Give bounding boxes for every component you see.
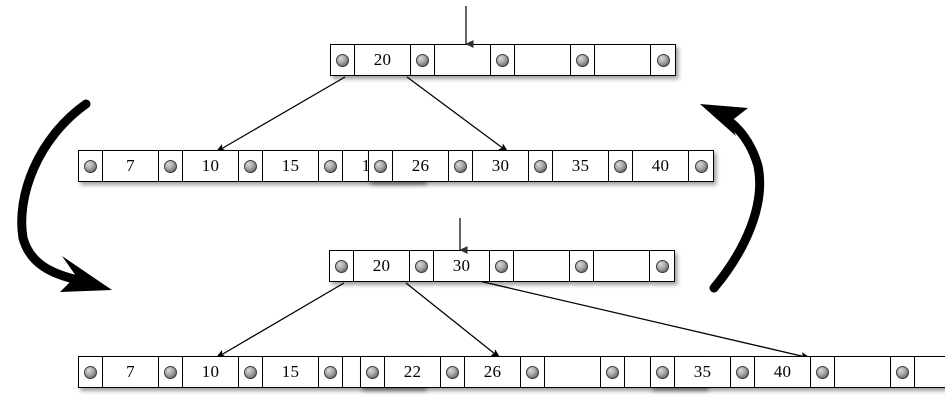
key-cell: 26 [393,151,449,181]
pointer-cell[interactable] [330,251,354,281]
pointer-cell[interactable] [891,357,915,387]
key-cell: 20 [355,45,411,75]
key-cell: 10 [183,357,239,387]
pointer-dot-icon [244,159,257,173]
pointer-cell[interactable] [731,357,755,387]
key-cell: 35 [675,357,731,387]
key-cell: 40 [755,357,811,387]
pointer-cell[interactable] [609,151,633,181]
pointer-cell[interactable] [491,45,515,75]
leaf-node-before-right[interactable]: 26 30 35 40 [368,150,714,182]
pointer-cell[interactable] [319,357,343,387]
pointer-dot-icon [575,259,588,273]
pointer-cell[interactable] [411,45,435,75]
pointer-dot-icon [335,259,348,273]
key-cell [835,357,891,387]
pointer-cell[interactable] [159,151,183,181]
pointer-cell[interactable] [490,251,514,281]
key-cell: 30 [473,151,529,181]
pointer-cell[interactable] [369,151,393,181]
key-cell: 10 [183,151,239,181]
key-cell [435,45,491,75]
pointer-cell[interactable] [239,357,263,387]
pointer-dot-icon [454,159,467,173]
pointer-cell[interactable] [529,151,553,181]
pointer-dot-icon [656,53,670,67]
key-cell [915,357,945,387]
pointer-cell[interactable] [571,45,595,75]
pointer-dot-icon [366,365,379,379]
key-cell: 20 [354,251,410,281]
pointer-cell[interactable] [601,357,625,387]
pointer-cell[interactable] [811,357,835,387]
edge-root-after-to-middle-leaf [405,282,501,359]
pointer-cell[interactable] [521,357,545,387]
pointer-cell[interactable] [651,45,675,75]
pointer-cell[interactable] [651,357,675,387]
pointer-dot-icon [656,365,669,379]
pointer-cell[interactable] [570,251,594,281]
leaf-node-after-right[interactable]: 35 40 [650,356,945,388]
pointer-dot-icon [84,159,97,173]
curved-transition-arrow-right [700,104,765,293]
key-cell: 40 [633,151,689,181]
key-cell: 15 [263,151,319,181]
pointer-dot-icon [655,259,669,273]
pointer-dot-icon [606,365,619,379]
pointer-cell[interactable] [331,45,355,75]
pointer-cell[interactable] [650,251,674,281]
pointer-cell[interactable] [239,151,263,181]
key-cell: 15 [263,357,319,387]
pointer-dot-icon [374,159,387,173]
pointer-cell[interactable] [79,357,103,387]
pointer-dot-icon [84,365,97,379]
pointer-dot-icon [446,365,459,379]
pointer-dot-icon [576,53,589,67]
key-cell [514,251,570,281]
pointer-dot-icon [896,365,909,379]
pointer-dot-icon [416,53,429,67]
pointer-cell[interactable] [449,151,473,181]
edge-root-before-to-right-leaf [406,76,509,153]
pointer-cell[interactable] [361,357,385,387]
pointer-dot-icon [415,259,428,273]
pointer-cell[interactable] [79,151,103,181]
pointer-cell[interactable] [689,151,713,181]
pointer-dot-icon [736,365,749,379]
key-cell: 35 [553,151,609,181]
pointer-dot-icon [816,365,829,379]
edge-root-before-to-left-leaf [215,76,346,153]
pointer-dot-icon [496,53,509,67]
pointer-cell[interactable] [159,357,183,387]
key-cell: 26 [465,357,521,387]
pointer-dot-icon [614,159,627,173]
pointer-dot-icon [164,365,177,379]
key-cell [515,45,571,75]
key-cell [545,357,601,387]
root-node-after[interactable]: 20 30 [329,250,675,282]
pointer-dot-icon [694,159,708,173]
pointer-cell[interactable] [441,357,465,387]
pointer-dot-icon [336,53,349,67]
pointer-cell[interactable] [410,251,434,281]
curved-transition-arrow-left [17,99,112,292]
key-cell: 22 [385,357,441,387]
pointer-cell[interactable] [319,151,343,181]
key-cell [594,251,650,281]
pointer-dot-icon [244,365,257,379]
pointer-dot-icon [164,159,177,173]
pointer-dot-icon [495,259,508,273]
pointer-dot-icon [324,159,337,173]
key-cell: 30 [434,251,490,281]
edge-root-after-to-right-leaf [461,276,811,360]
key-cell: 7 [103,151,159,181]
key-cell [595,45,651,75]
pointer-dot-icon [534,159,547,173]
root-node-before[interactable]: 20 [330,44,676,76]
pointer-dot-icon [526,365,539,379]
key-cell: 7 [103,357,159,387]
edge-root-after-to-left-leaf [215,282,345,359]
pointer-dot-icon [324,365,337,379]
